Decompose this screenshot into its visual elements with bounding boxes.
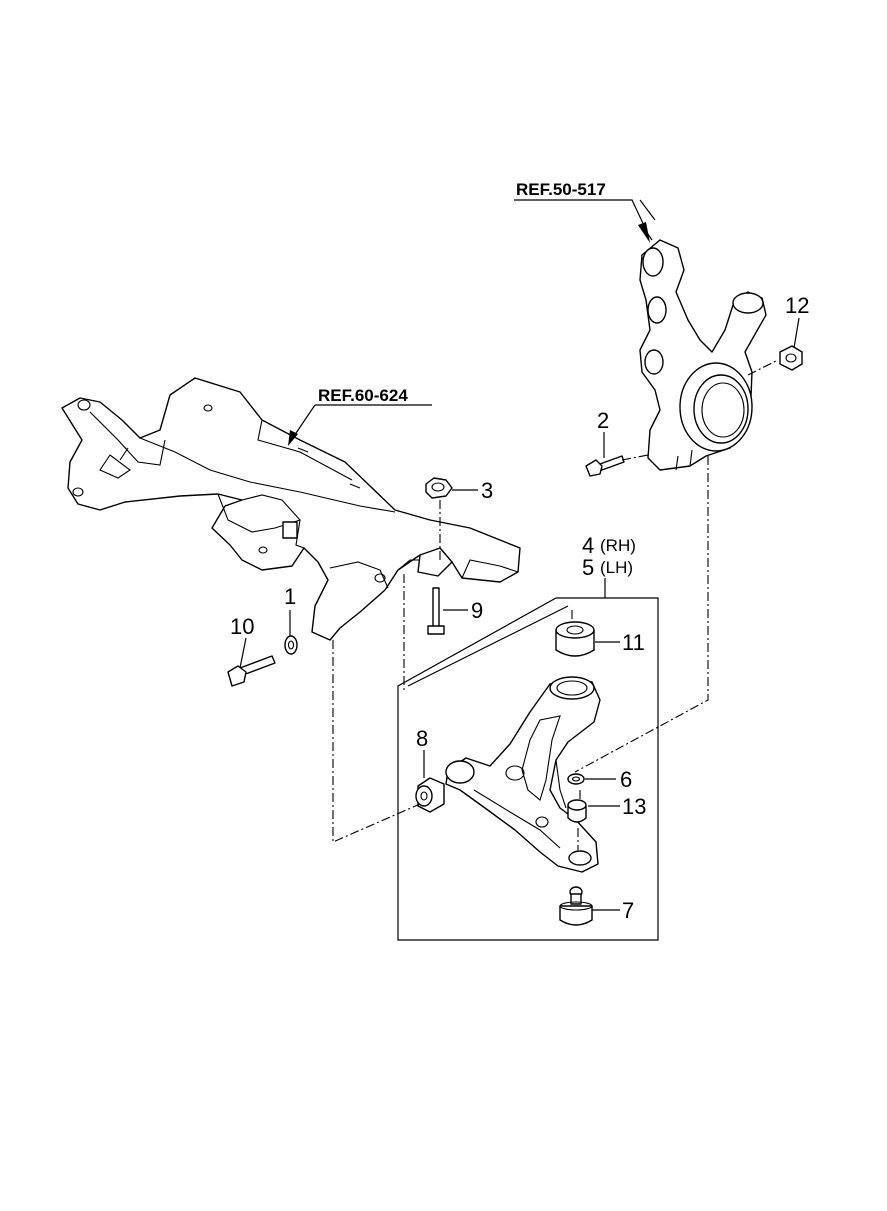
- callout-3: 3: [481, 478, 493, 503]
- ball-joint-7: [559, 886, 593, 926]
- callout-1: 1: [284, 584, 296, 609]
- callout-11: 11: [622, 630, 645, 655]
- callout-5: 5: [582, 555, 594, 580]
- lower-control-arm: [445, 676, 601, 873]
- assembly-lines: [332, 359, 779, 850]
- callout-6: 6: [620, 767, 632, 792]
- bushing-11: [555, 621, 595, 657]
- leader-lines: [239, 199, 800, 911]
- dust-cover-13: [567, 799, 587, 823]
- snap-ring-6: [567, 773, 585, 785]
- callout-4-side: (RH): [600, 536, 636, 555]
- washer-1: [284, 635, 298, 655]
- bolt-2: [585, 455, 625, 477]
- callout-7: 7: [622, 898, 634, 923]
- nut-12: [779, 345, 803, 371]
- callout-4: 4: [582, 533, 594, 558]
- bushing-8: [415, 777, 445, 813]
- ref-crossmember-arrowhead: [288, 430, 298, 446]
- callout-8: 8: [416, 726, 428, 751]
- ref-label-knuckle: REF.50-517: [516, 180, 606, 199]
- ref-label-crossmember: REF.60-624: [318, 386, 408, 405]
- callout-12: 12: [785, 293, 809, 318]
- callout-13: 13: [622, 794, 646, 819]
- callout-5-side: (LH): [600, 558, 633, 577]
- callout-10: 10: [230, 614, 254, 639]
- bolt-10: [227, 655, 276, 687]
- steering-knuckle: [639, 239, 767, 471]
- control-arm-assembly-bracket: [397, 578, 659, 941]
- nut-3: [425, 477, 453, 499]
- callout-9: 9: [471, 598, 483, 623]
- bolt-9: [427, 587, 445, 635]
- ref-knuckle-arrowhead: [638, 222, 650, 243]
- callout-2: 2: [597, 408, 609, 433]
- crossmember: [61, 377, 521, 641]
